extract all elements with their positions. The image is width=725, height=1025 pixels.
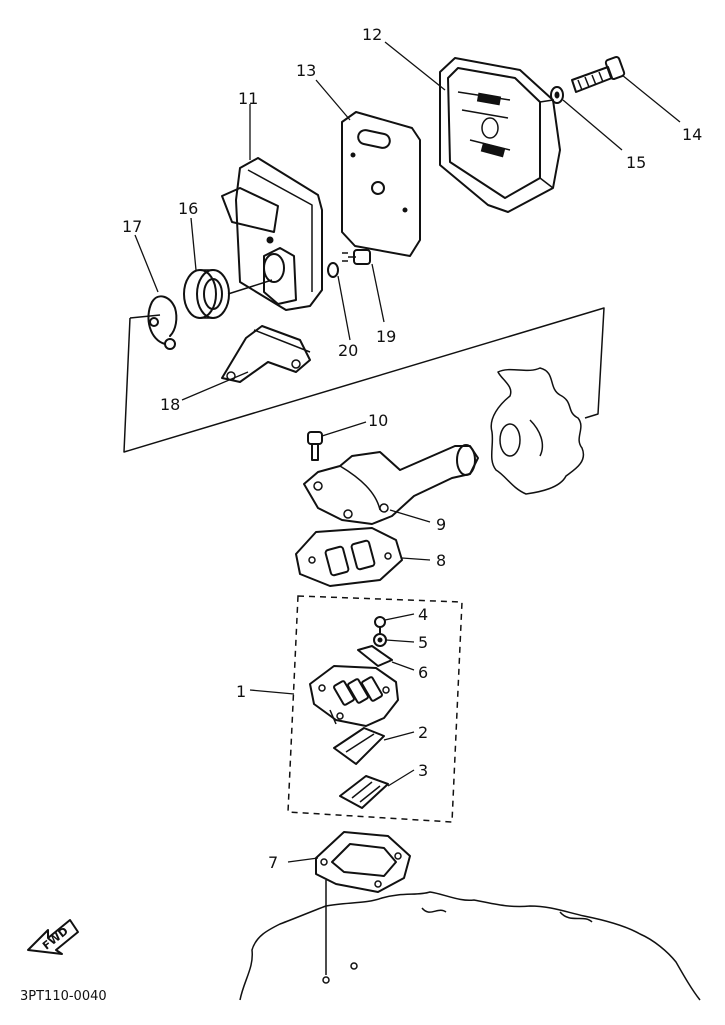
callout-19: 19 xyxy=(376,327,396,346)
part-15-washer xyxy=(550,86,623,151)
part-2-reed xyxy=(333,727,415,765)
part-5-washer xyxy=(373,633,415,647)
reed-valve-group-outline xyxy=(287,595,463,823)
part-16-grommet xyxy=(183,217,273,319)
callout-5: 5 xyxy=(418,633,428,652)
part-10-bolt xyxy=(307,421,367,461)
fwd-label: FWD xyxy=(40,925,71,953)
callout-14: 14 xyxy=(682,125,702,144)
engine-outline-bottom xyxy=(239,891,701,1001)
callout-18: 18 xyxy=(160,395,180,414)
callout-3: 3 xyxy=(418,761,428,780)
callout-6: 6 xyxy=(418,663,428,682)
drawing-code: 3PT110-0040 xyxy=(20,989,107,1004)
callout-13: 13 xyxy=(296,61,316,80)
part-8-gasket xyxy=(295,527,431,587)
callout-11: 11 xyxy=(238,89,258,108)
callout-16: 16 xyxy=(178,199,198,218)
part-18-bracket xyxy=(181,325,311,401)
part-17-clip-ring xyxy=(134,234,178,350)
part-12-airbox-cover xyxy=(439,57,561,213)
part-7-gasket xyxy=(287,831,411,984)
part-9-intake-joint xyxy=(303,444,479,525)
fwd-arrow-icon: FWD xyxy=(27,919,79,955)
callout-2: 2 xyxy=(418,723,428,742)
callout-10: 10 xyxy=(368,411,388,430)
callout-20: 20 xyxy=(338,341,358,360)
part-11-silencer-case xyxy=(221,104,323,311)
callout-9: 9 xyxy=(436,515,446,534)
callout-12: 12 xyxy=(362,25,382,44)
callout-7: 7 xyxy=(268,853,278,872)
part-19-screw xyxy=(342,249,385,323)
callout-4: 4 xyxy=(418,605,428,624)
part-6-stopper-plate xyxy=(357,645,415,671)
part-20-washer xyxy=(327,262,351,341)
callout-8: 8 xyxy=(436,551,446,570)
engine-outline-right xyxy=(490,367,585,495)
callout-15: 15 xyxy=(626,153,646,172)
part-1-reed-valve-body xyxy=(249,665,399,727)
callout-1: 1 xyxy=(236,682,246,701)
part-14-bolt xyxy=(571,56,681,123)
part-3-reed-stopper xyxy=(339,769,415,809)
part-13-filter-element xyxy=(315,79,421,257)
upper-group-outline xyxy=(123,307,605,453)
part-4-screw xyxy=(374,613,415,635)
callout-17: 17 xyxy=(122,217,142,236)
